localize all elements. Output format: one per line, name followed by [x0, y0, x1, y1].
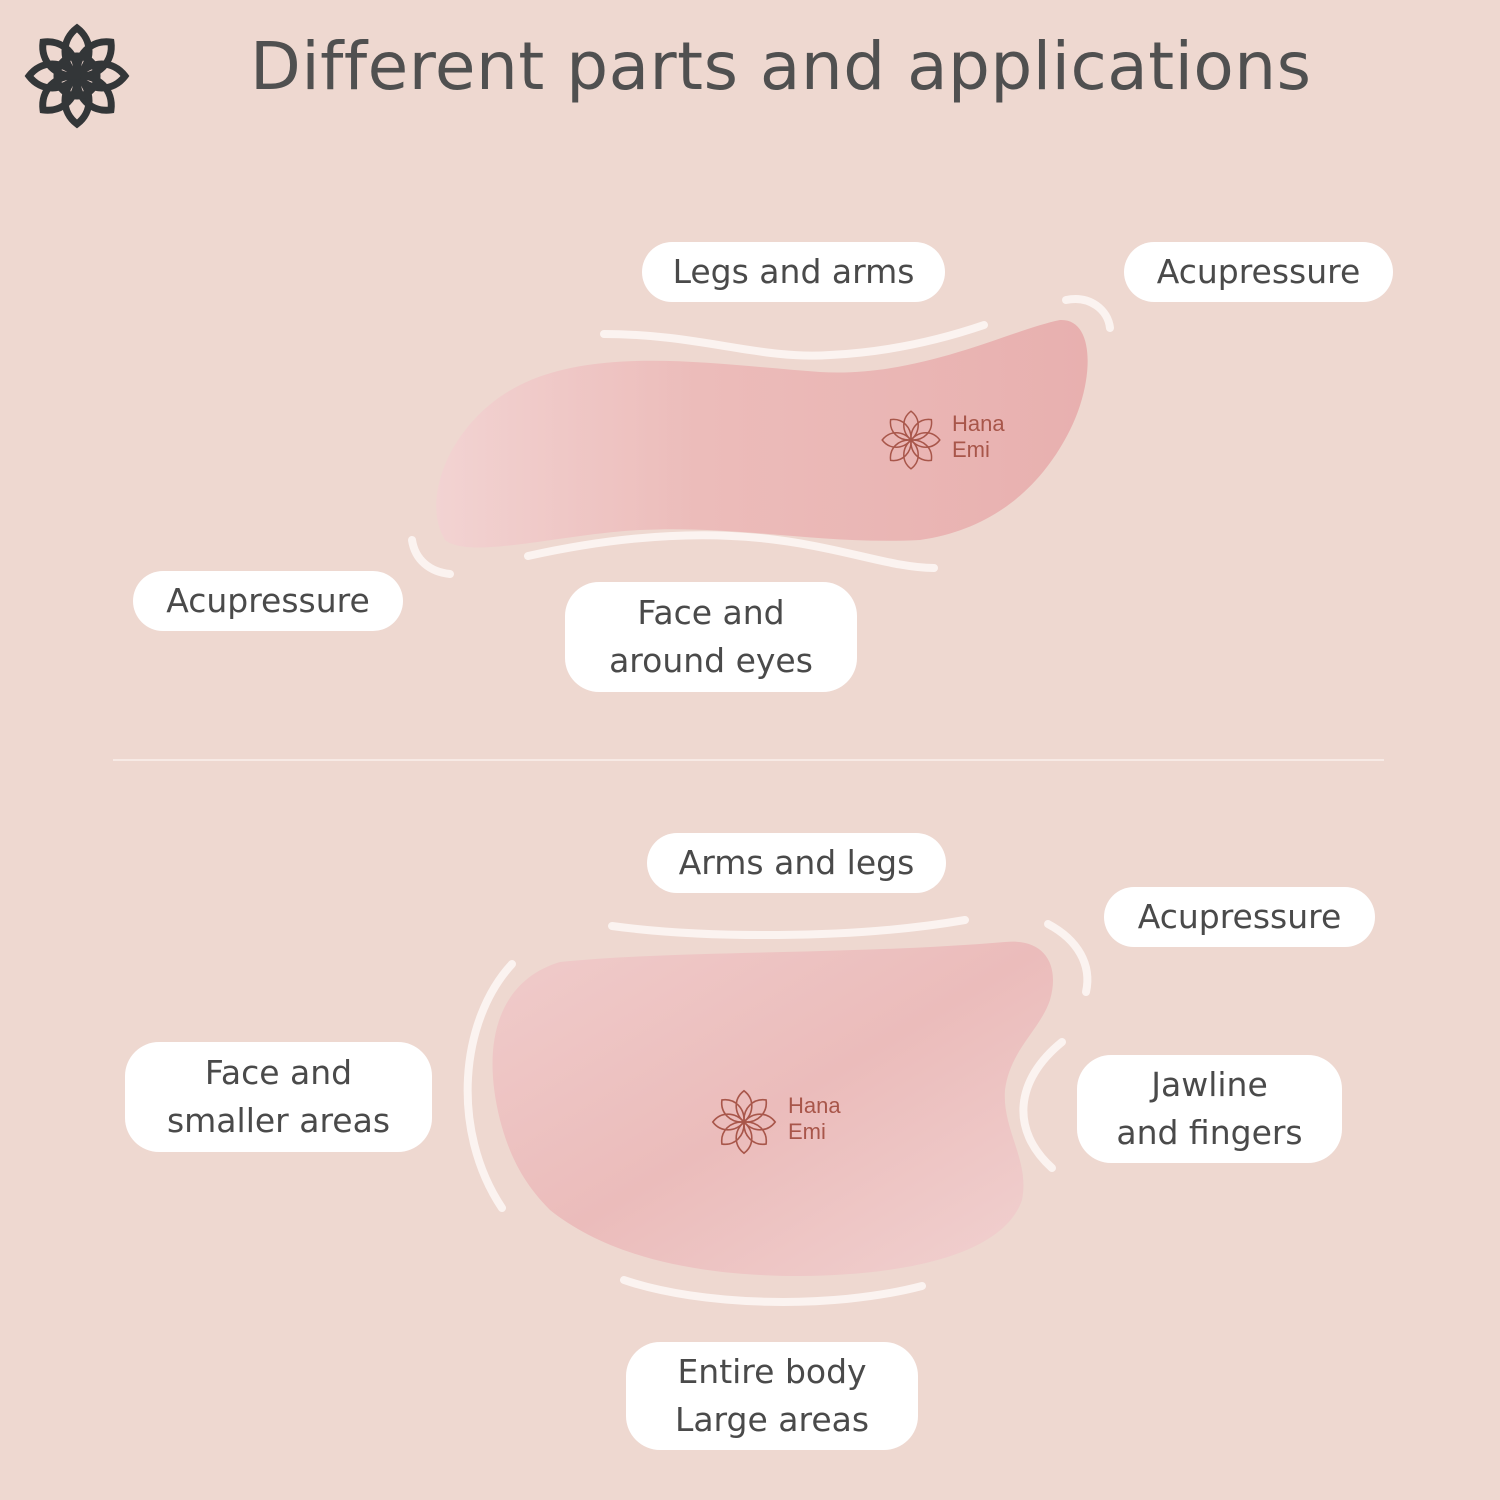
label-face-and-around-eyes: Face and around eyes	[565, 582, 857, 692]
label-acupressure-bottom: Acupressure	[1104, 887, 1375, 947]
label-text: Legs and arms	[672, 252, 915, 291]
label-acupressure-top-right: Acupressure	[1124, 242, 1393, 302]
label-text: Large areas	[674, 1400, 870, 1439]
page-title: Different parts and applications	[250, 28, 1312, 105]
label-legs-and-arms: Legs and arms	[642, 242, 945, 302]
label-arms-and-legs: Arms and legs	[647, 833, 946, 893]
label-text: Acupressure	[1137, 897, 1342, 936]
label-text: and fingers	[1116, 1113, 1303, 1152]
s-shaped-gua-sha-stone	[436, 319, 1088, 548]
heart-shaped-gua-sha-stone	[492, 941, 1053, 1276]
section-divider	[113, 759, 1384, 761]
indicator-arcs	[408, 295, 1114, 1306]
brand-line1: Hana	[952, 411, 1005, 436]
label-text: smaller areas	[166, 1101, 391, 1140]
label-text: Arms and legs	[678, 843, 915, 882]
flower-logo-icon	[29, 23, 125, 124]
label-text: Face and	[204, 1053, 353, 1092]
label-acupressure-left: Acupressure	[133, 571, 403, 631]
label-text: Face and	[637, 593, 785, 632]
label-text: Jawline	[1151, 1065, 1268, 1104]
label-text: around eyes	[609, 641, 813, 680]
brand-line2: Emi	[788, 1119, 826, 1144]
label-face-and-smaller-areas: Face and smaller areas	[125, 1042, 432, 1152]
brand-line1: Hana	[788, 1093, 841, 1118]
label-text: Acupressure	[166, 581, 370, 620]
label-jawline-and-fingers: Jawline and fingers	[1077, 1055, 1342, 1163]
label-text: Entire body	[677, 1352, 867, 1391]
brand-line2: Emi	[952, 437, 990, 462]
label-text: Acupressure	[1156, 252, 1361, 291]
